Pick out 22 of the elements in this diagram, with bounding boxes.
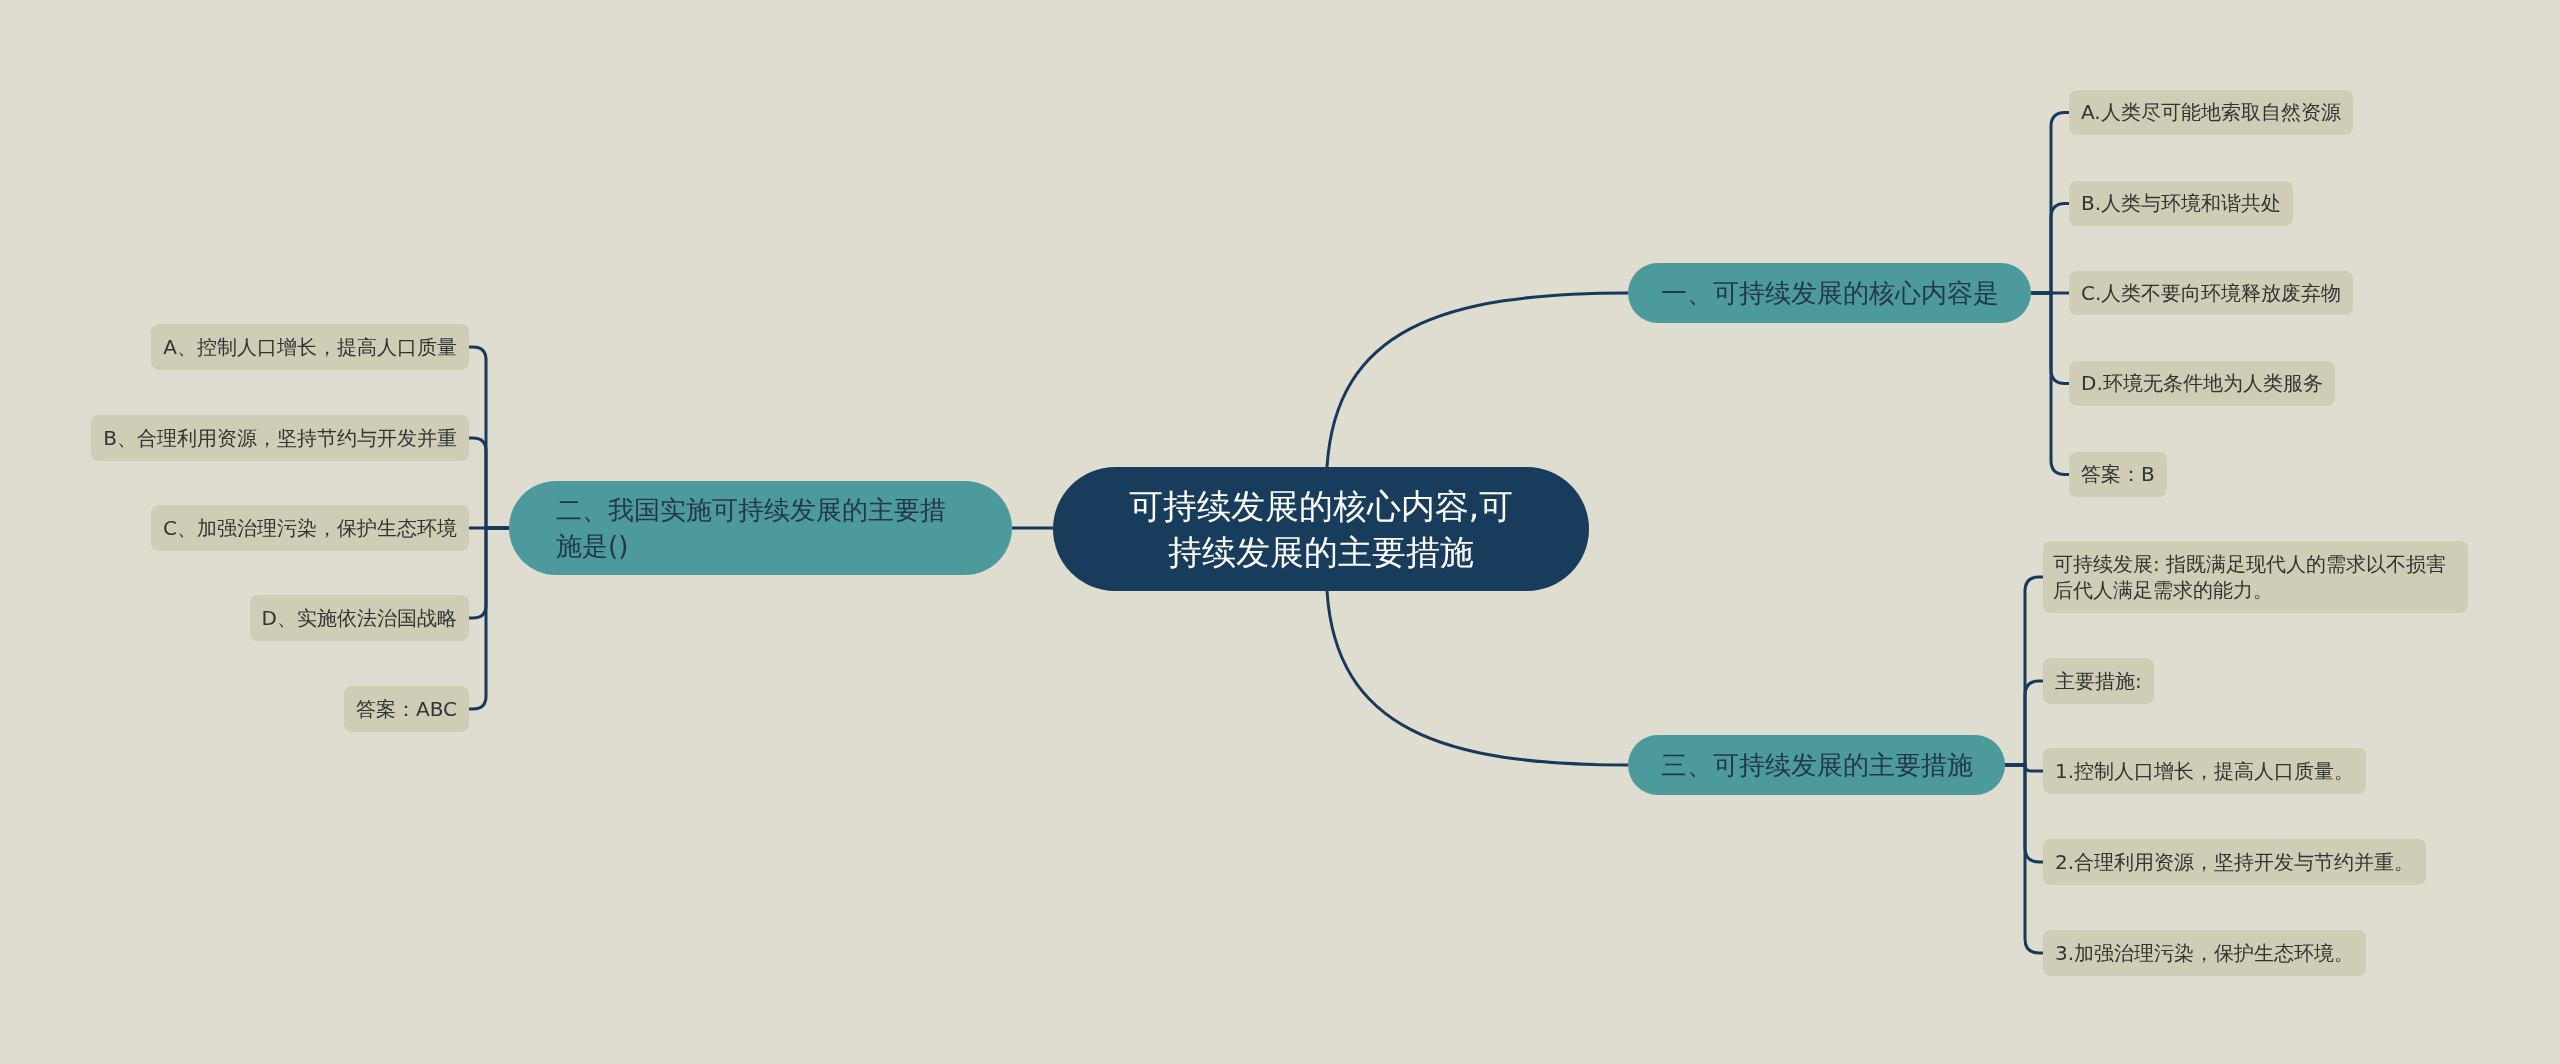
topic-box: 一、可持续发展的核心内容是 [1628, 263, 2031, 323]
central-topic-box: 可持续发展的核心内容,可持续发展的主要措施 [1053, 467, 1589, 591]
subtopic-box: D.环境无条件地为人类服务 [2069, 361, 2335, 406]
subtopic-box: 1.控制人口增长，提高人口质量。 [2043, 748, 2367, 794]
subtopic-box: D、实施依法治国战略 [249, 595, 469, 641]
subtopic-box: B、合理利用资源，坚持节约与开发并重 [91, 415, 469, 461]
topic-box: 三、可持续发展的主要措施 [1628, 735, 2005, 795]
connector-line [1012, 526, 1053, 530]
subtopic-box: B.人类与环境和谐共处 [2069, 181, 2294, 226]
subtopic-box: 答案：B [2069, 452, 2167, 497]
connector-line [1325, 291, 1629, 468]
subtopic-box: 主要措施: [2043, 658, 2154, 704]
connector-line [1325, 590, 1629, 767]
subtopic-box: 2.合理利用资源，坚持开发与节约并重。 [2043, 839, 2427, 885]
subtopic-box: 可持续发展: 指既满足现代人的需求以不损害后代人满足需求的能力。 [2043, 541, 2468, 613]
topic-box: 二、我国实施可持续发展的主要措施是() [509, 481, 1012, 575]
subtopic-box: C.人类不要向环境释放废弃物 [2069, 271, 2354, 315]
subtopic-box: 答案：ABC [344, 686, 469, 732]
subtopic-box: C、加强治理污染，保护生态环境 [151, 505, 469, 551]
subtopic-box: 3.加强治理污染，保护生态环境。 [2043, 930, 2367, 976]
subtopic-box: A、控制人口增长，提高人口质量 [151, 324, 469, 370]
subtopic-box: A.人类尽可能地索取自然资源 [2069, 90, 2353, 135]
